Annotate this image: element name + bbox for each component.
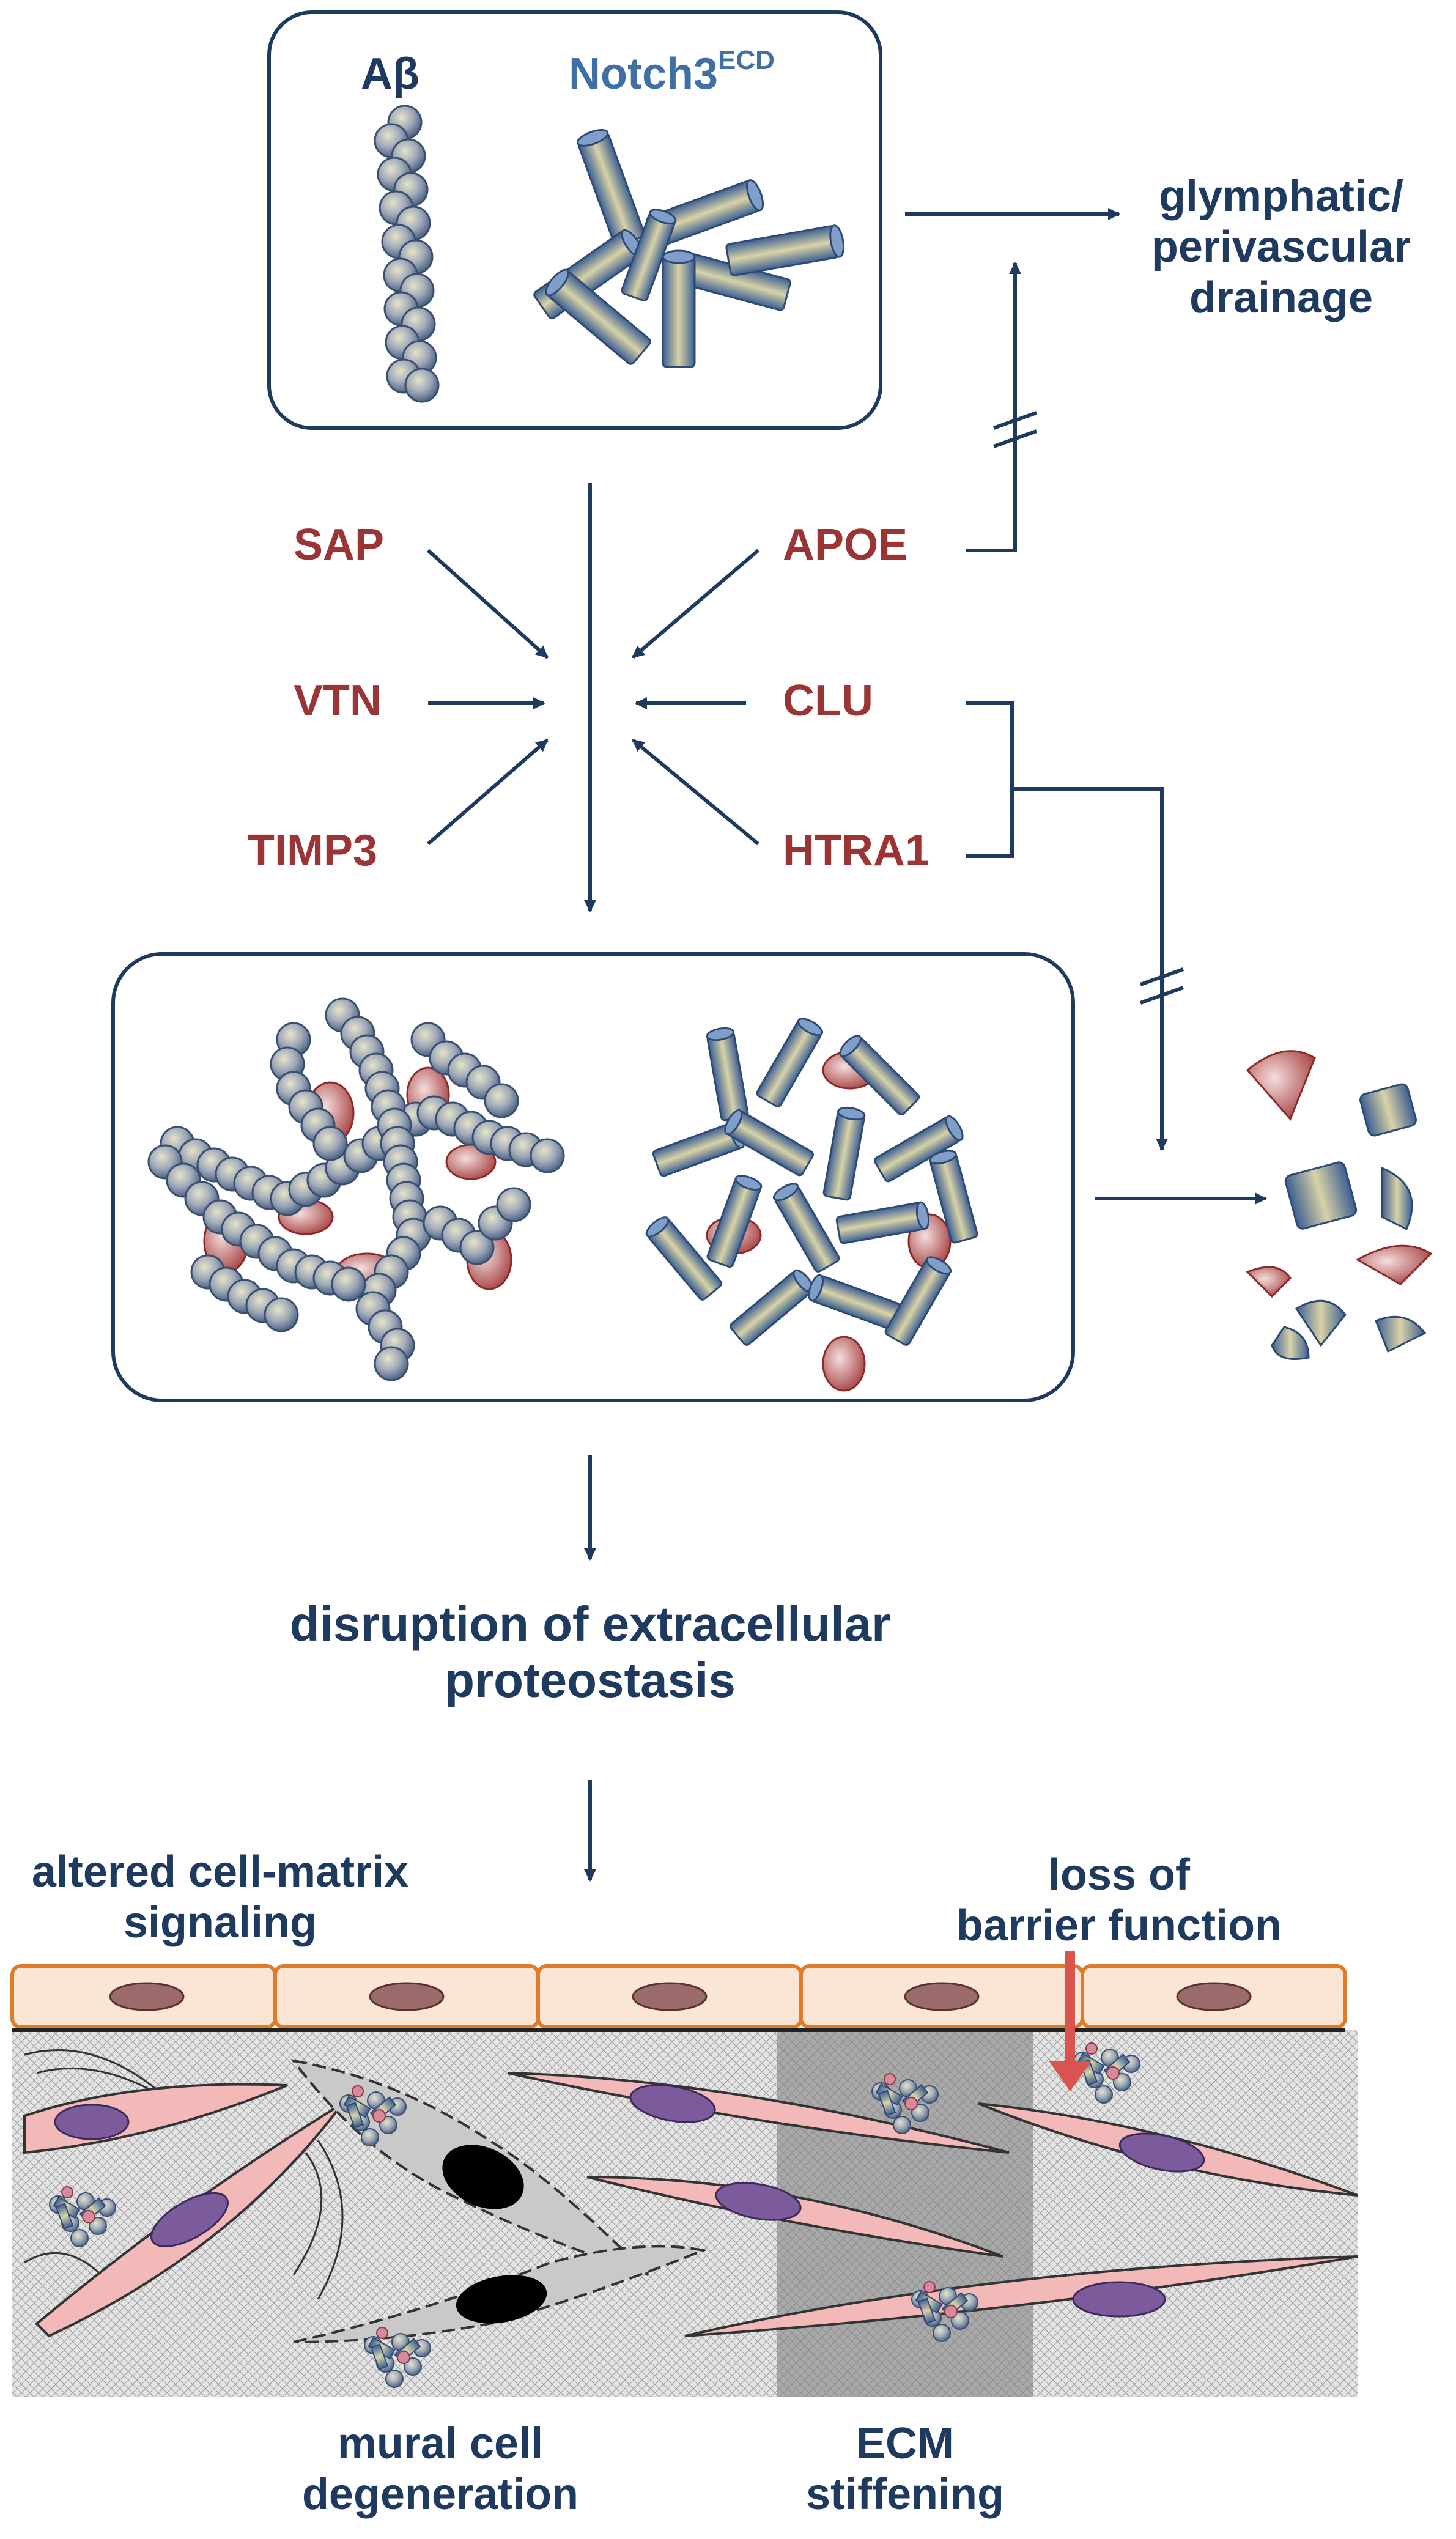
factor-timp3: TIMP3 [248, 826, 378, 875]
apoe-to-drainage-connector [966, 262, 1021, 552]
clu-htra1-bracket [966, 701, 1162, 1150]
drainage-line-1: glymphatic/ [1158, 172, 1404, 221]
arrow-htra1 [632, 738, 759, 846]
ecm-line-2: stiffening [806, 2469, 1004, 2519]
abeta-label: Aβ [361, 50, 419, 98]
drainage-label: glymphatic/ perivascular drainage [1144, 171, 1419, 323]
clu-htra1-block-marks [1139, 967, 1184, 1005]
factor-clu: CLU [783, 676, 873, 725]
arrow-apoe [632, 549, 759, 659]
factor-vtn: VTN [294, 676, 382, 725]
disruption-label: disruption of extracellular proteostasis [232, 1596, 948, 1709]
vessel-wall [10, 1951, 1358, 2397]
signaling-line-2: signaling [123, 1898, 317, 1947]
factor-htra1: HTRA1 [783, 826, 930, 875]
mural-label: mural cell degeneration [269, 2419, 612, 2520]
mural-line-1: mural cell [337, 2419, 544, 2468]
notch3-superscript: ECD [718, 45, 775, 75]
factor-sap: SAP [294, 520, 385, 569]
drainage-line-3: drainage [1189, 273, 1373, 322]
ecm-line-1: ECM [856, 2419, 954, 2468]
notch3-aggregate [642, 1014, 979, 1392]
barrier-line-1: loss of [1048, 1850, 1191, 1899]
signaling-line-1: altered cell-matrix [31, 1847, 409, 1896]
barrier-line-2: barrier function [956, 1901, 1282, 1950]
notch3-label: Notch3ECD [569, 45, 775, 100]
notch3-label-text: Notch3 [569, 50, 719, 98]
apoe-block-marks [992, 411, 1038, 448]
disruption-line-1: disruption of extracellular [289, 1597, 891, 1651]
disruption-line-2: proteostasis [445, 1653, 736, 1707]
mural-line-2: degeneration [301, 2469, 579, 2519]
factor-apoe: APOE [783, 520, 908, 569]
ecm-label: ECM stiffening [783, 2419, 1027, 2520]
signaling-label: altered cell-matrix signaling [0, 1847, 440, 1948]
arrow-sap [426, 549, 549, 659]
degradation-fragments [1246, 1050, 1433, 1360]
drainage-line-2: perivascular [1151, 222, 1411, 272]
abeta-aggregate [147, 997, 565, 1381]
arrow-timp3 [427, 738, 549, 846]
barrier-label: loss of barrier function [905, 1850, 1333, 1951]
